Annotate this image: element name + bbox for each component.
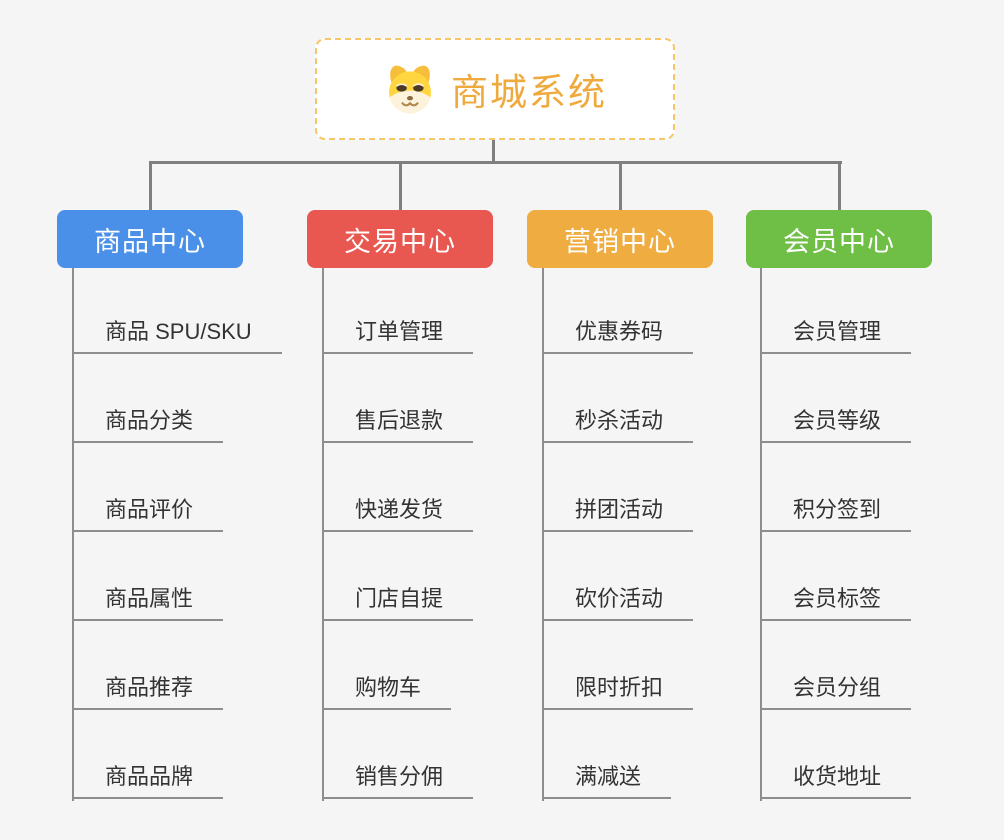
leaf-node[interactable]: 购物车 — [322, 670, 452, 710]
connector-drop-marketing — [619, 161, 622, 211]
connector-rail-member — [760, 268, 762, 801]
leaf-node[interactable]: 积分签到 — [760, 492, 912, 532]
connector-drop-member — [838, 161, 841, 211]
leaf-node[interactable]: 销售分佣 — [322, 759, 474, 799]
leaf-node[interactable]: 门店自提 — [322, 581, 474, 621]
branch-label: 商品中心 — [94, 226, 206, 257]
connector-root-stem — [492, 140, 495, 164]
leaf-node[interactable]: 满减送 — [542, 759, 672, 799]
root-node[interactable]: 商城系统 — [315, 38, 675, 140]
leaf-node[interactable]: 快递发货 — [322, 492, 474, 532]
branch-node-member-center[interactable]: 会员中心 — [746, 210, 932, 268]
dog-face-icon — [389, 65, 431, 114]
leaf-node[interactable]: 限时折扣 — [542, 670, 694, 710]
connector-drop-product — [149, 161, 152, 211]
leaf-node[interactable]: 会员标签 — [760, 581, 912, 621]
connector-rail-product — [72, 268, 74, 801]
branch-node-trade-center[interactable]: 交易中心 — [307, 210, 493, 268]
connector-rail-trade — [322, 268, 324, 801]
leaf-node[interactable]: 商品属性 — [72, 581, 224, 621]
leaf-node[interactable]: 商品 SPU/SKU — [72, 314, 282, 354]
branch-label: 营销中心 — [564, 226, 676, 257]
leaf-node[interactable]: 收货地址 — [760, 759, 912, 799]
branch-label: 交易中心 — [344, 226, 456, 257]
branch-label: 会员中心 — [783, 226, 895, 257]
branch-node-marketing-center[interactable]: 营销中心 — [527, 210, 713, 268]
leaf-node[interactable]: 订单管理 — [322, 314, 474, 354]
leaf-node[interactable]: 会员管理 — [760, 314, 912, 354]
branch-node-product-center[interactable]: 商品中心 — [57, 210, 243, 268]
connector-horizontal-bus — [149, 161, 842, 164]
connector-drop-trade — [399, 161, 402, 211]
leaf-node[interactable]: 商品评价 — [72, 492, 224, 532]
leaf-node[interactable]: 砍价活动 — [542, 581, 694, 621]
leaf-node[interactable]: 优惠券码 — [542, 314, 694, 354]
leaf-node[interactable]: 售后退款 — [322, 403, 474, 443]
root-title: 商城系统 — [451, 72, 607, 113]
leaf-node[interactable]: 会员等级 — [760, 403, 912, 443]
leaf-node[interactable]: 秒杀活动 — [542, 403, 694, 443]
leaf-node[interactable]: 会员分组 — [760, 670, 912, 710]
leaf-node[interactable]: 商品分类 — [72, 403, 224, 443]
leaf-node[interactable]: 拼团活动 — [542, 492, 694, 532]
leaf-node[interactable]: 商品品牌 — [72, 759, 224, 799]
leaf-node[interactable]: 商品推荐 — [72, 670, 224, 710]
connector-rail-marketing — [542, 268, 544, 801]
